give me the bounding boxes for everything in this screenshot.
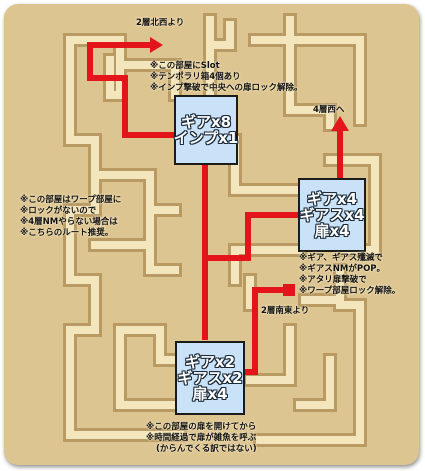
note-line: ※ギアスNMがPOP。 (299, 264, 386, 274)
route-center-to-right (205, 212, 300, 261)
label-floor2-southeast: 2層南東より (261, 306, 310, 316)
note-south-room: ※この部屋の扉を開けてから ※時間経過で扉が雑魚を呼ぶ (からんでくる訳ではない… (146, 422, 257, 455)
note-line: ※こちらのルート推奨。 (20, 228, 114, 238)
room-east-line-2: ギアスx4 (299, 206, 365, 224)
room-east: ギアx4 ギアスx4 扉x4 (298, 178, 366, 252)
note-warp-room: ※この部屋はワープ部屋に ※ロックがないので ※4層NMやらない場合は ※こちら… (20, 195, 121, 239)
note-line: ※ギア、ギアス殲滅で (299, 253, 383, 263)
route-from-floor2-northwest (87, 42, 175, 138)
room-north-line-2: インプx1 (173, 129, 239, 147)
room-east-line-1: ギアx4 (306, 190, 358, 208)
label-floor2-northwest: 2層北西より (136, 18, 185, 28)
note-line: ※アタリ扉撃破で (299, 275, 367, 285)
note-line: ※4層NMやらない場合は (20, 217, 118, 227)
note-line: (からんでくる訳ではない) (156, 444, 257, 454)
room-south-line-3: 扉x4 (192, 385, 228, 403)
room-north: ギアx8 インプx1 (174, 95, 238, 165)
route-exit-arrow (331, 116, 349, 131)
room-south-line-2: ギアスx2 (177, 369, 243, 387)
route-start-arrow (150, 37, 163, 53)
route-endpoint-marker (283, 284, 295, 296)
note-line: ※ロックがないので (20, 206, 97, 216)
note-north-room: ※この部屋にSlot ※テンポラリ箱4個あり ※インプ撃破で中央への扉ロック解除… (150, 61, 303, 94)
recommended-route (87, 42, 343, 375)
room-east-line-3: 扉x4 (314, 222, 350, 240)
room-south: ギアx2 ギアスx2 扉x4 (175, 341, 245, 415)
note-line: ※この部屋の扉を開けてから (146, 422, 257, 432)
note-line: ※この部屋はワープ部屋に (20, 195, 122, 205)
note-line: ※時間経過で扉が雑魚を呼ぶ (146, 433, 257, 443)
note-east-room: ※ギア、ギアス殲滅で ※ギアスNMがPOP。 ※アタリ扉撃破で ※ワープ部屋ロッ… (299, 253, 400, 297)
room-south-line-1: ギアx2 (184, 353, 236, 371)
route-bottom-to-floor2-southeast (235, 287, 292, 375)
label-floor4-west: 4層西へ (313, 105, 345, 115)
map-frame: ギアx8 インプx1 ギアx4 ギアスx4 扉x4 ギアx2 ギアスx2 扉x4… (4, 4, 419, 465)
room-north-line-1: ギアx8 (180, 113, 232, 131)
note-line: ※ワープ部屋ロック解除。 (299, 286, 401, 296)
note-line: ※この部屋にSlot (150, 61, 220, 71)
note-line: ※インプ撃破で中央への扉ロック解除。 (150, 83, 303, 93)
note-line: ※テンポラリ箱4個あり (150, 72, 241, 82)
